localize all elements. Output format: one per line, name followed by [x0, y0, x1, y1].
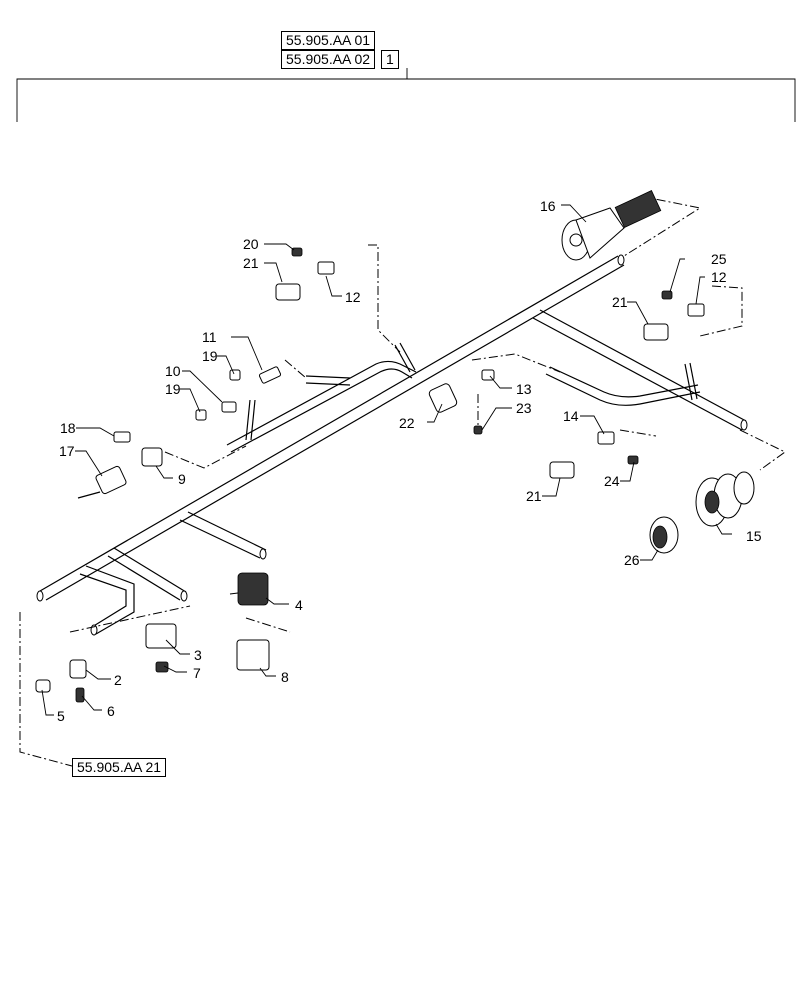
callout-label: 5: [57, 708, 65, 724]
callout-label: 22: [399, 415, 415, 431]
callout-label: 19: [165, 381, 181, 397]
connector-16: [561, 190, 662, 261]
small-parts: [35, 247, 705, 703]
callout-label: 19: [202, 348, 218, 364]
connector-17: [77, 465, 127, 499]
callout-label: 21: [612, 294, 628, 310]
top-reference-quantity: 1: [381, 50, 399, 69]
cap-26: [649, 516, 679, 554]
connector-22: [428, 383, 458, 413]
callout-label: 2: [114, 672, 122, 688]
callout-label: 3: [194, 647, 202, 663]
top-reference-2[interactable]: 55.905.AA 02: [281, 50, 376, 69]
callout-label: 13: [516, 381, 532, 397]
callout-label: 11: [202, 329, 217, 345]
callout-label: 18: [60, 420, 76, 436]
callout-label: 9: [178, 471, 186, 487]
assembly-leaders: [19, 195, 786, 767]
main-harness: [36, 254, 748, 636]
relay-8: [236, 639, 270, 671]
connector-15: [695, 471, 755, 527]
callout-label: 7: [193, 665, 201, 681]
callout-label: 6: [107, 703, 115, 719]
callout-label: 25: [711, 251, 727, 267]
callout-label: 4: [295, 597, 303, 613]
callout-label: 16: [540, 198, 556, 214]
clip-21c: [549, 461, 575, 479]
assembly-bracket: [16, 68, 796, 122]
connector-4: [237, 572, 269, 606]
callout-label: 17: [59, 443, 75, 459]
callout-label: 10: [165, 363, 181, 379]
callout-label: 12: [345, 289, 361, 305]
callout-label: 20: [243, 236, 259, 252]
callout-label: 26: [624, 552, 640, 568]
top-reference-1[interactable]: 55.905.AA 01: [281, 31, 376, 50]
callout-label: 14: [563, 408, 579, 424]
callout-label: 21: [243, 255, 259, 271]
callout-label: 21: [526, 488, 542, 504]
clip-21a: [275, 283, 301, 301]
callout-leaders: [41, 204, 732, 716]
clip-21b: [643, 323, 669, 341]
bottom-reference[interactable]: 55.905.AA 21: [72, 758, 167, 777]
callout-label: 12: [711, 269, 727, 285]
connector-3: [145, 623, 177, 649]
connector-9: [141, 447, 163, 467]
callout-label: 15: [746, 528, 762, 544]
callout-label: 8: [281, 669, 289, 685]
callout-label: 23: [516, 400, 532, 416]
callout-label: 24: [604, 473, 620, 489]
